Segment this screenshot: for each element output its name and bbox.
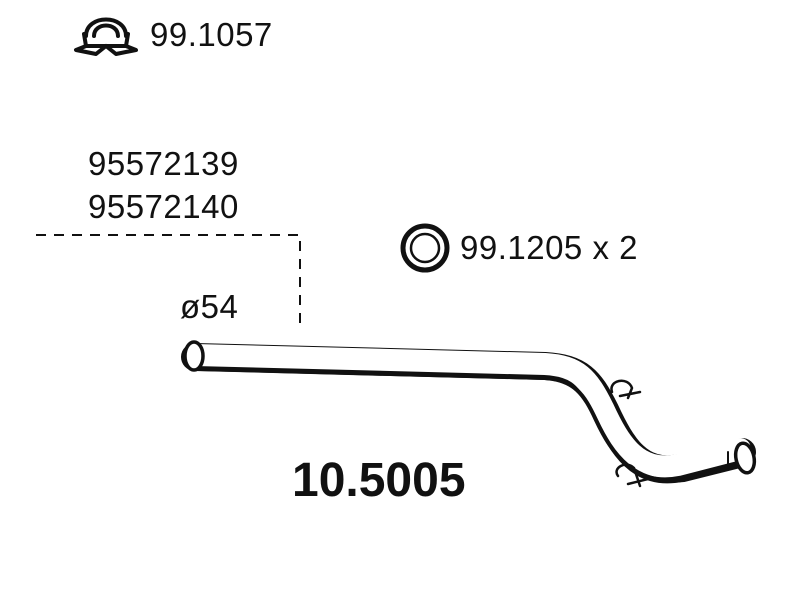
oem-number-2: 95572140 — [88, 188, 239, 225]
oem-number-1: 95572139 — [88, 145, 239, 182]
reference-leader-line — [36, 234, 301, 330]
pipe-diameter-label: ø54 — [180, 288, 239, 325]
exhaust-pipe-icon — [181, 340, 757, 488]
ring-gasket-icon — [400, 223, 450, 273]
clamp-icon — [74, 17, 138, 56]
clamp-part-number: 99.1057 — [150, 16, 273, 53]
gasket-label: 99.1205 x 2 — [460, 229, 638, 266]
main-part-number: 10.5005 — [292, 454, 466, 507]
